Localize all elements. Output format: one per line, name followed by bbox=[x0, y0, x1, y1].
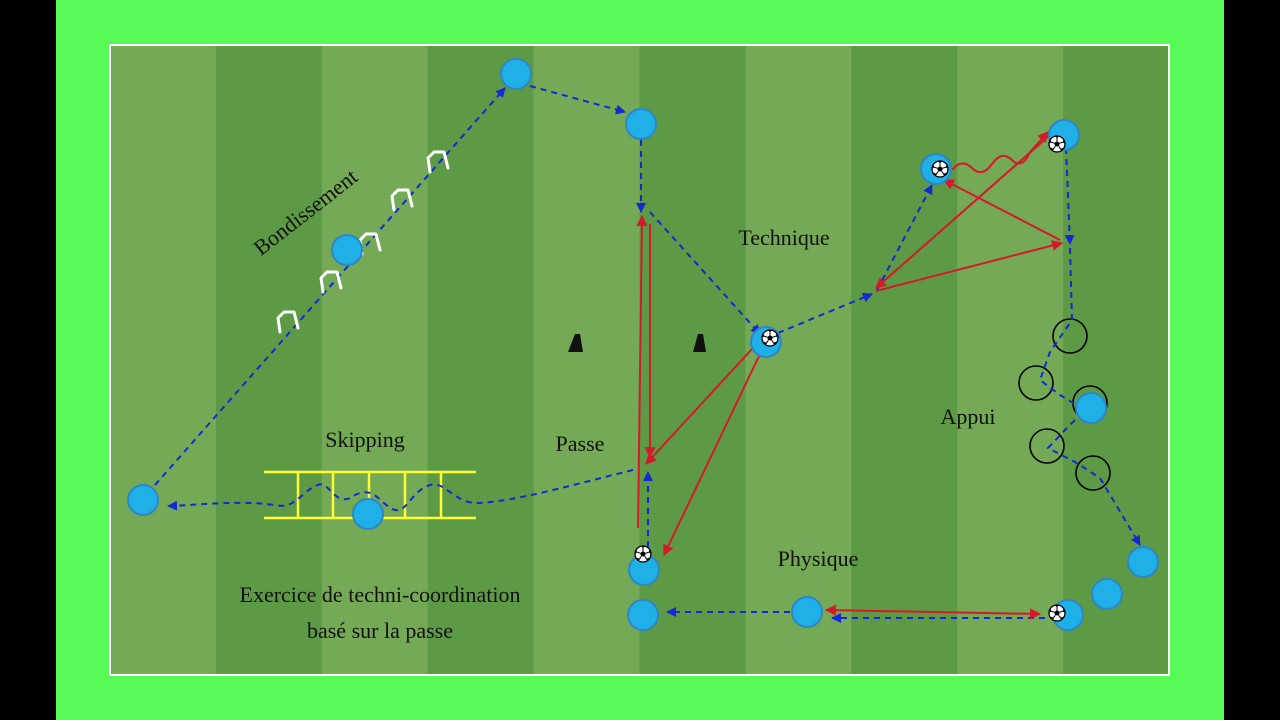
pitch-stripe bbox=[321, 45, 429, 675]
pass-line bbox=[943, 179, 1061, 241]
pitch-stripe bbox=[851, 45, 958, 675]
pitch-stripe bbox=[215, 45, 323, 675]
agility-ring-icon bbox=[1018, 365, 1054, 401]
label-passe: Passe bbox=[556, 431, 605, 456]
label-technique: Technique bbox=[738, 225, 829, 250]
agility-ring-icon bbox=[1052, 318, 1088, 354]
agility-ring-icon bbox=[1029, 428, 1065, 464]
run-path-appui bbox=[1038, 247, 1141, 546]
run-path bbox=[876, 184, 933, 291]
agility-ladder bbox=[264, 470, 476, 520]
pass-line bbox=[824, 604, 1042, 620]
soccer-ball-icon bbox=[634, 545, 652, 563]
soccer-ball-icon bbox=[1048, 135, 1066, 153]
player-disc bbox=[627, 599, 659, 631]
pass-line bbox=[645, 348, 753, 465]
player-disc bbox=[791, 596, 823, 628]
agility-ring-icon bbox=[1075, 455, 1111, 491]
pitch-stripe bbox=[110, 45, 217, 675]
pitch-stripe bbox=[957, 45, 1064, 675]
player-disc bbox=[500, 58, 532, 90]
player-disc bbox=[331, 234, 363, 266]
run-path-bondissement bbox=[154, 87, 506, 486]
player-disc bbox=[625, 108, 657, 140]
player-disc bbox=[352, 498, 384, 530]
caption-line-2: basé sur la passe bbox=[307, 618, 453, 643]
pitch-stripe bbox=[427, 45, 535, 675]
pitch-boundary bbox=[109, 44, 1170, 676]
pass-line bbox=[875, 240, 1064, 292]
player-disc bbox=[1091, 578, 1123, 610]
cone-icon bbox=[568, 334, 583, 352]
cone-icon bbox=[693, 334, 706, 352]
dribble-line bbox=[951, 131, 1049, 174]
player-disc bbox=[1075, 392, 1107, 424]
pass-line bbox=[875, 134, 1051, 289]
player-disc bbox=[127, 484, 159, 516]
run-path bbox=[1064, 147, 1075, 245]
run-path bbox=[777, 292, 873, 334]
label-appui: Appui bbox=[941, 404, 996, 429]
pitch-stripe bbox=[533, 45, 640, 675]
player-disc bbox=[1127, 546, 1159, 578]
soccer-ball-icon bbox=[1048, 604, 1066, 622]
run-path bbox=[649, 211, 761, 335]
pass-line bbox=[663, 353, 761, 556]
soccer-ball-icon bbox=[761, 329, 779, 347]
soccer-ball-icon bbox=[931, 160, 949, 178]
run-path bbox=[529, 85, 626, 115]
caption-line-1: Exercice de techni-coordination bbox=[240, 582, 521, 607]
pass-line bbox=[636, 214, 648, 529]
label-physique: Physique bbox=[778, 546, 859, 571]
pitch-stripes bbox=[110, 45, 1170, 675]
pitch-stripe bbox=[745, 45, 852, 675]
label-skipping: Skipping bbox=[325, 427, 404, 452]
